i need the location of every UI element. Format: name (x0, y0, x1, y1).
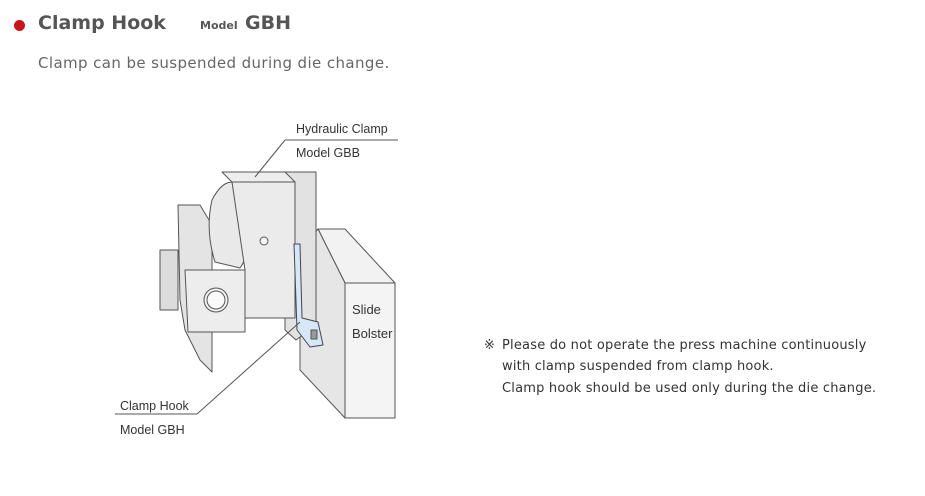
bolster-label-line1: Slide (352, 302, 381, 317)
page-title: Clamp Hook (38, 12, 166, 34)
note-line-3: Clamp hook should be used only during th… (502, 381, 877, 396)
bolster-label-line2: Bolster (352, 326, 393, 341)
clamp-hook-label: Clamp Hook (120, 399, 189, 413)
hydraulic-clamp-model: Model GBB (296, 146, 360, 160)
clamp-main-front (231, 181, 296, 319)
model-value: GBH (245, 12, 291, 34)
note-line-1: Please do not operate the press machine … (502, 338, 867, 353)
clamp-hook-shape (293, 243, 324, 348)
bullet-dot-icon (14, 20, 25, 31)
model-label: Model (200, 19, 238, 32)
subtitle: Clamp can be suspended during die change… (38, 54, 390, 72)
clamp-hook-model: Model GBH (120, 423, 185, 437)
bolster-front (344, 282, 396, 419)
note-mark: ※ (484, 338, 496, 353)
clamp-main-top (221, 171, 296, 183)
note-line-2: with clamp suspended from clamp hook. (502, 359, 774, 374)
hydraulic-clamp-label: Hydraulic Clamp (296, 122, 388, 136)
